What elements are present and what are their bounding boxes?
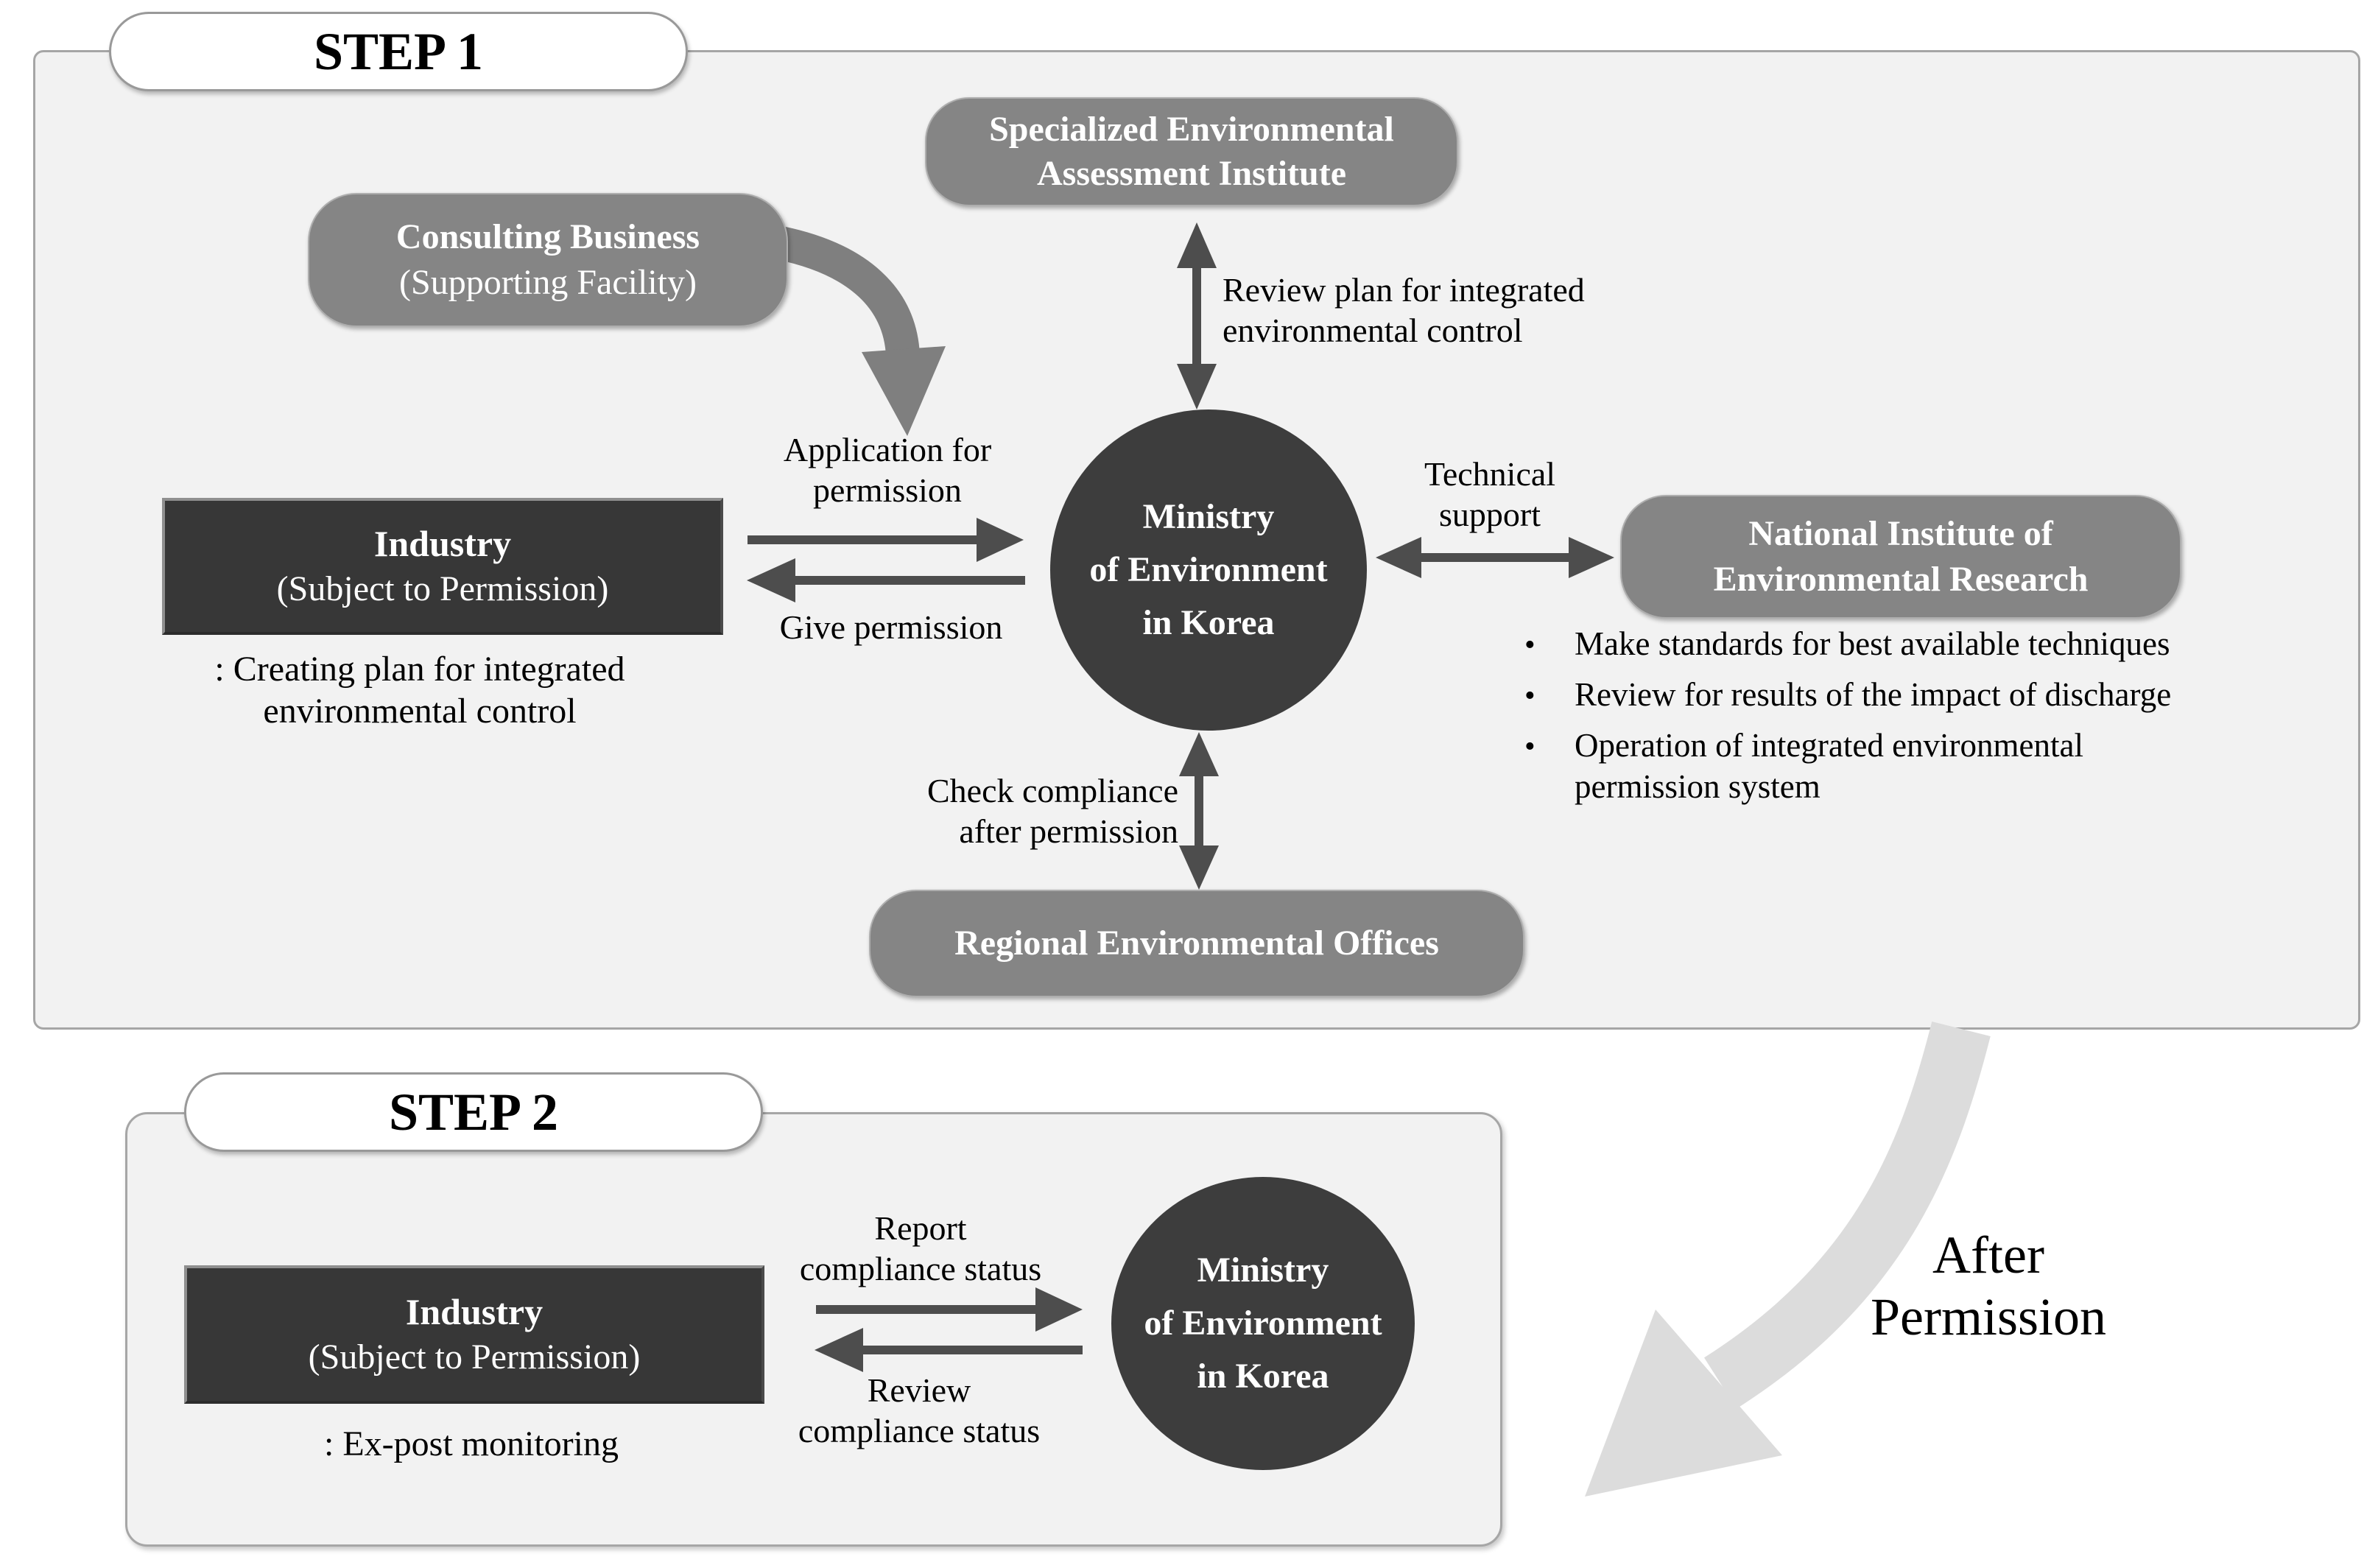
nier-bullet-2-text: Review for results of the impact of disc… bbox=[1575, 676, 2172, 713]
industry1-caption: : Creating plan for integrated environme… bbox=[125, 648, 714, 732]
ministry-node-step1: Ministry of Environment in Korea bbox=[1050, 409, 1367, 731]
ministry1-line3: in Korea bbox=[1142, 603, 1275, 642]
industry2-line2: (Subject to Permission) bbox=[308, 1337, 641, 1377]
after-line1: After bbox=[1932, 1226, 2044, 1284]
technical-line1: Technical bbox=[1424, 455, 1556, 493]
report-status-label: Report compliance status bbox=[766, 1208, 1075, 1289]
assessment-line1: Specialized Environmental bbox=[989, 110, 1394, 149]
nier-bullet-2: Review for results of the impact of disc… bbox=[1504, 674, 2365, 717]
assessment-institute-node: Specialized Environmental Assessment Ins… bbox=[925, 97, 1458, 206]
industry1-line2: (Subject to Permission) bbox=[276, 569, 609, 608]
application-line1: Application for bbox=[783, 431, 992, 468]
consulting-business-node: Consulting Business (Supporting Facility… bbox=[308, 193, 788, 327]
nier-bullet-3-line2: permission system bbox=[1575, 768, 1821, 805]
review-line1: Review bbox=[867, 1371, 971, 1409]
industry1-caption-line2: environmental control bbox=[263, 692, 577, 731]
nier-bullet-1-text: Make standards for best available techni… bbox=[1575, 625, 2170, 662]
industry1-line1: Industry bbox=[373, 523, 512, 564]
nier-line2: Environmental Research bbox=[1713, 560, 2089, 599]
review-line2: compliance status bbox=[798, 1412, 1041, 1449]
step2-title: STEP 2 bbox=[184, 1072, 763, 1152]
assessment-line2: Assessment Institute bbox=[1037, 154, 1346, 193]
application-label: Application for permission bbox=[736, 429, 1038, 510]
step1-title-label: STEP 1 bbox=[313, 21, 484, 81]
nier-line1: National Institute of bbox=[1748, 514, 2053, 553]
ministry2-line3: in Korea bbox=[1197, 1357, 1329, 1396]
industry-node-step1: Industry (Subject to Permission) bbox=[162, 498, 723, 635]
ministry2-line1: Ministry bbox=[1197, 1251, 1329, 1290]
consulting-line1: Consulting Business bbox=[395, 217, 700, 256]
nier-bullet-list: Make standards for best available techni… bbox=[1504, 623, 2365, 817]
technical-line2: support bbox=[1439, 496, 1541, 533]
review-status-label: Review compliance status bbox=[764, 1370, 1074, 1451]
give-permission-text: Give permission bbox=[779, 608, 1003, 646]
application-line2: permission bbox=[813, 471, 962, 509]
industry-node-step2: Industry (Subject to Permission) bbox=[184, 1265, 764, 1404]
ministry-node-step2: Ministry of Environment in Korea bbox=[1111, 1177, 1415, 1470]
national-institute-node: National Institute of Environmental Rese… bbox=[1620, 495, 2181, 619]
review-plan-line2: environmental control bbox=[1223, 312, 1523, 349]
check-line1: Check compliance bbox=[926, 772, 1178, 809]
nier-bullet-3-line1: Operation of integrated environmental bbox=[1575, 727, 2083, 764]
step1-title: STEP 1 bbox=[109, 12, 688, 91]
nier-bullet-3: Operation of integrated environmental pe… bbox=[1504, 725, 2365, 807]
check-compliance-label: Check compliance after permission bbox=[840, 770, 1178, 851]
technical-support-label: Technical support bbox=[1385, 454, 1595, 535]
review-plan-line1: Review plan for integrated bbox=[1223, 271, 1585, 309]
industry1-caption-line1: : Creating plan for integrated bbox=[214, 650, 625, 689]
ministry1-line2: of Environment bbox=[1089, 550, 1328, 589]
after-line2: Permission bbox=[1870, 1287, 2107, 1346]
regional-label: Regional Environmental Offices bbox=[954, 924, 1439, 963]
industry2-line1: Industry bbox=[405, 1291, 544, 1332]
nier-bullet-1: Make standards for best available techni… bbox=[1504, 623, 2365, 666]
report-line1: Report bbox=[874, 1209, 967, 1247]
industry2-caption: : Ex-post monitoring bbox=[177, 1423, 766, 1465]
check-line2: after permission bbox=[959, 812, 1178, 850]
report-line2: compliance status bbox=[799, 1250, 1042, 1287]
regional-offices-node: Regional Environmental Offices bbox=[869, 890, 1524, 997]
ministry2-line2: of Environment bbox=[1144, 1304, 1382, 1343]
consulting-line2: (Supporting Facility) bbox=[399, 263, 697, 302]
step2-title-label: STEP 2 bbox=[388, 1082, 559, 1142]
after-permission-label: After Permission bbox=[1760, 1224, 2217, 1348]
ministry1-line1: Ministry bbox=[1142, 497, 1275, 536]
review-plan-label: Review plan for integrated environmental… bbox=[1223, 270, 1709, 351]
give-permission-label: Give permission bbox=[736, 607, 1046, 647]
industry2-caption-text: : Ex-post monitoring bbox=[324, 1424, 619, 1463]
